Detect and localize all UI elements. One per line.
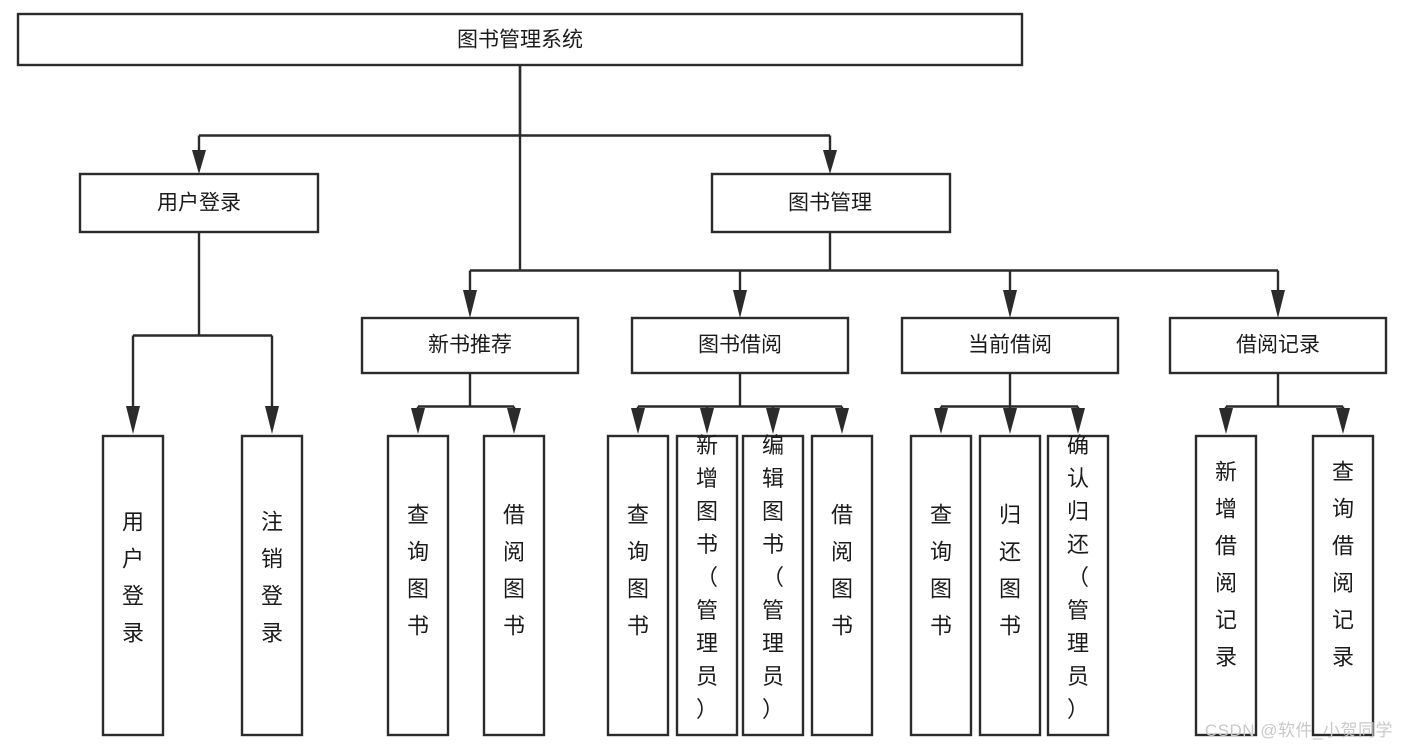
node-root-box[interactable]	[16, 12, 1024, 67]
arrow-head-cb-3	[1071, 408, 1085, 434]
leaf-new-book-recommend-1[interactable]: 借阅图书	[482, 434, 546, 737]
leaf-borrow-record-1[interactable]: 查询借阅记录	[1311, 434, 1375, 737]
arrow-head-ul-1	[126, 406, 140, 434]
arrow-head-ul-2	[265, 406, 279, 434]
arrow-head-br-2	[1336, 408, 1350, 434]
leaf-box[interactable]	[1046, 434, 1110, 737]
leaf-box[interactable]	[240, 434, 304, 737]
arrow-head-user-login	[192, 150, 206, 174]
arrow-head-nbr-1	[411, 408, 425, 434]
node-borrow-record-label: 借阅记录	[1236, 334, 1320, 357]
leaf-label: 查询图书	[627, 503, 649, 639]
arrow-head-nbr-2	[507, 408, 521, 434]
leaf-label: 查询图书	[930, 503, 952, 639]
arrow-head-br-1	[1219, 408, 1233, 434]
node-new-book-recommend-label: 新书推荐	[428, 334, 512, 357]
arrow-head-cb-1	[934, 408, 948, 434]
node-book-borrow[interactable]: 图书借阅	[630, 316, 850, 375]
arrow-head-bb-4	[835, 408, 849, 434]
node-book-borrow-box[interactable]	[630, 316, 850, 375]
leaf-box[interactable]	[606, 434, 670, 737]
arrow-head-l3-4	[1271, 290, 1285, 318]
node-borrow-record[interactable]: 借阅记录	[1168, 316, 1388, 375]
arrow-head-book-manage	[823, 150, 837, 174]
leaf-label: 编辑图书（管理员）	[762, 433, 784, 722]
leaf-box[interactable]	[1194, 434, 1258, 737]
watermark-text: CSDN @软件_小贺同学	[1204, 721, 1393, 740]
arrow-head-l3-3	[1003, 290, 1017, 318]
node-new-book-recommend-box[interactable]	[360, 316, 580, 375]
leaf-new-book-recommend-0[interactable]: 查询图书	[386, 434, 450, 737]
leaf-book-borrow-1[interactable]: 新增图书（管理员）	[675, 433, 739, 737]
leaf-book-borrow-0[interactable]: 查询图书	[606, 434, 670, 737]
leaf-book-borrow-3[interactable]: 借阅图书	[810, 434, 874, 737]
leaf-user-login-1[interactable]: 注销登录	[240, 434, 304, 737]
leaf-current-borrow-1[interactable]: 归还图书	[978, 434, 1042, 737]
node-book-borrow-label: 图书借阅	[698, 334, 782, 357]
leaf-label: 确认归还（管理员）	[1067, 433, 1089, 722]
leaf-user-login-0[interactable]: 用户登录	[101, 434, 165, 737]
leaf-label: 查询图书	[407, 503, 429, 639]
leaf-label: 新增图书（管理员）	[696, 433, 718, 722]
leaf-box[interactable]	[482, 434, 546, 737]
node-current-borrow[interactable]: 当前借阅	[900, 316, 1120, 375]
arrow-head-bb-2	[700, 408, 714, 434]
node-book-manage-label: 图书管理	[788, 192, 872, 215]
node-book-manage-box[interactable]	[710, 172, 952, 234]
node-new-book-recommend[interactable]: 新书推荐	[360, 316, 580, 375]
node-current-borrow-label: 当前借阅	[968, 334, 1052, 357]
connectors-group	[126, 65, 1350, 434]
leaf-borrow-record-0[interactable]: 新增借阅记录	[1194, 434, 1258, 737]
node-user-login-box[interactable]	[78, 172, 320, 234]
node-current-borrow-box[interactable]	[900, 316, 1120, 375]
leaf-box[interactable]	[810, 434, 874, 737]
leaf-current-borrow-2[interactable]: 确认归还（管理员）	[1046, 433, 1110, 737]
leaf-current-borrow-0[interactable]: 查询图书	[909, 434, 973, 737]
leaf-box[interactable]	[386, 434, 450, 737]
arrow-head-l3-2	[733, 290, 747, 318]
node-user-login-label: 用户登录	[157, 192, 241, 215]
leaf-label: 新增借阅记录	[1215, 460, 1237, 670]
leaf-label: 借阅图书	[503, 503, 525, 639]
arrow-head-cb-2	[1003, 408, 1017, 434]
node-book-manage[interactable]: 图书管理	[710, 172, 952, 234]
leaf-box[interactable]	[101, 434, 165, 737]
leaf-book-borrow-2[interactable]: 编辑图书（管理员）	[741, 433, 805, 737]
node-borrow-record-box[interactable]	[1168, 316, 1388, 375]
leaf-box[interactable]	[909, 434, 973, 737]
node-root[interactable]: 图书管理系统	[16, 12, 1024, 67]
leaf-box[interactable]	[675, 434, 739, 737]
arrow-head-bb-1	[631, 408, 645, 434]
leaf-label: 查询借阅记录	[1332, 460, 1354, 670]
arrow-head-bb-3	[766, 408, 780, 434]
node-user-login[interactable]: 用户登录	[78, 172, 320, 234]
leaf-label: 用户登录	[122, 510, 144, 646]
leaf-box[interactable]	[978, 434, 1042, 737]
leaf-label: 归还图书	[999, 503, 1021, 639]
arrow-head-l3-1	[463, 290, 477, 318]
leaf-box[interactable]	[741, 434, 805, 737]
leaf-box[interactable]	[1311, 434, 1375, 737]
leaf-label: 注销登录	[261, 510, 283, 646]
node-root-label: 图书管理系统	[457, 29, 583, 52]
leaf-label: 借阅图书	[831, 503, 853, 639]
